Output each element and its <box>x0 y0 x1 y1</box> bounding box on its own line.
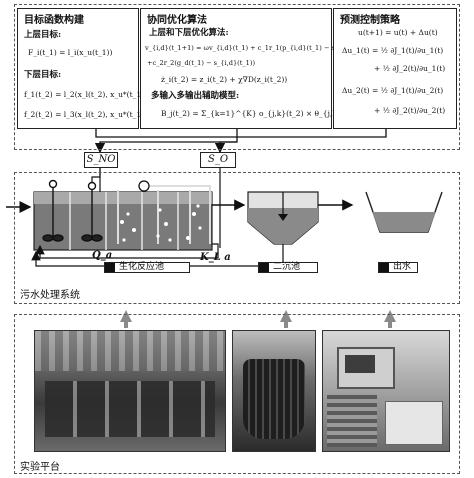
mimo-model-title: 多输入多输出辅助模型: <box>151 91 240 101</box>
treatment-system-panel <box>14 172 460 304</box>
cooperative-title: 协同优化算法 <box>147 15 207 26</box>
photo-1-rack-detail <box>35 331 225 371</box>
pso-velocity-eq: v_{i,d}(t_1+1) = ωv_{i,d}(t_1) + c_1r_1(… <box>145 44 373 52</box>
so-signal-box: S_O <box>200 152 236 168</box>
photo-3-panel-detail <box>327 395 377 447</box>
lower-objective-label: 下层目标: <box>24 70 62 80</box>
sno-signal-box: S_NO <box>84 152 118 168</box>
experimental-platform-panel <box>14 314 460 474</box>
platform-label: 实验平台 <box>20 462 60 473</box>
gradient-update-eq: ż_i(t_2) = z_i(t_2) + χ∇D(z_i(t_2)) <box>161 75 288 84</box>
stirrer-1 <box>42 179 64 242</box>
aeration-bubbles <box>120 204 202 242</box>
delta-u2-eq: Δu_2(t) = ½ ∂J_1(t)/∂u_2(t) <box>342 86 444 95</box>
objective-box: 目标函数构建 上层目标: F_i(t_1) = l_i(x_u(t_1)) 下层… <box>17 8 147 129</box>
control-update-eq: u(t+1) = u(t) + Δu(t) <box>358 28 438 37</box>
photo-3-cabinet-detail <box>385 401 443 445</box>
cooperative-box: 协同优化算法 上层和下层优化算法: v_{i,d}(t_1+1) = ωv_{i… <box>140 8 373 129</box>
stirrer-2 <box>81 181 103 242</box>
delta-u1-eq-cont: + ½ ∂J_2(t)/∂u_1(t) <box>374 64 446 73</box>
cooperative-subtitle: 上层和下层优化算法: <box>149 28 229 38</box>
bioreactor-tanks <box>33 191 213 251</box>
photo-1-tank-detail <box>45 381 215 437</box>
mimo-model-eq: B_j(t_2) = Σ_{k=1}^{K} o_{j,k}(t_2) × θ_… <box>161 109 359 118</box>
pso-velocity-eq-cont: +c_2r_2(g_d(t_1) − s_{i,d}(t_1)) <box>147 59 256 67</box>
photo-3-controller-detail <box>337 347 395 389</box>
upper-objective-eq: F_i(t_1) = l_i(x_u(t_1)) <box>28 48 113 57</box>
delta-u2-eq-cont: + ½ ∂J_2(t)/∂u_2(t) <box>374 106 446 115</box>
lower-objective-eq2: f_2(t_2) = l_3(x_l(t_2), x_u*(t_1)) <box>24 110 147 119</box>
bioreactor-label: 生化反应池 <box>119 262 165 272</box>
outlet-label: 出水 <box>393 262 412 272</box>
lower-objective-eq1: f_1(t_2) = l_2(x_l(t_2), x_u*(t_1)) <box>24 90 147 99</box>
kla-label: K_L a <box>200 252 231 263</box>
photo-2-clarifier-detail <box>243 359 305 439</box>
clarifier-tag: 二沉池 <box>258 262 318 273</box>
secondary-clarifier <box>247 191 319 245</box>
clarifier-label: 二沉池 <box>273 262 301 272</box>
algorithm-panel <box>14 4 460 150</box>
predictive-title: 预测控制策略 <box>340 15 400 26</box>
platform-photo-1 <box>34 330 226 452</box>
outlet-tag: 出水 <box>378 262 418 273</box>
objective-title: 目标函数构建 <box>24 15 84 26</box>
outlet-channel <box>365 191 443 233</box>
system-label: 污水处理系统 <box>20 290 80 301</box>
platform-photo-2 <box>232 330 316 452</box>
feedback-connector <box>94 129 387 154</box>
link-arrows-lower <box>120 310 396 328</box>
delta-u1-eq: Δu_1(t) = ½ ∂J_1(t)/∂u_1(t) <box>342 46 444 55</box>
upper-objective-label: 上层目标: <box>24 30 62 40</box>
predictive-box: 预测控制策略 u(t+1) = u(t) + Δu(t) Δu_1(t) = ½… <box>333 8 457 129</box>
qa-label: Q_a <box>92 250 113 261</box>
air-pump-icon <box>138 180 150 192</box>
platform-photo-3 <box>322 330 450 452</box>
bioreactor-tag: 生化反应池 <box>104 262 190 273</box>
